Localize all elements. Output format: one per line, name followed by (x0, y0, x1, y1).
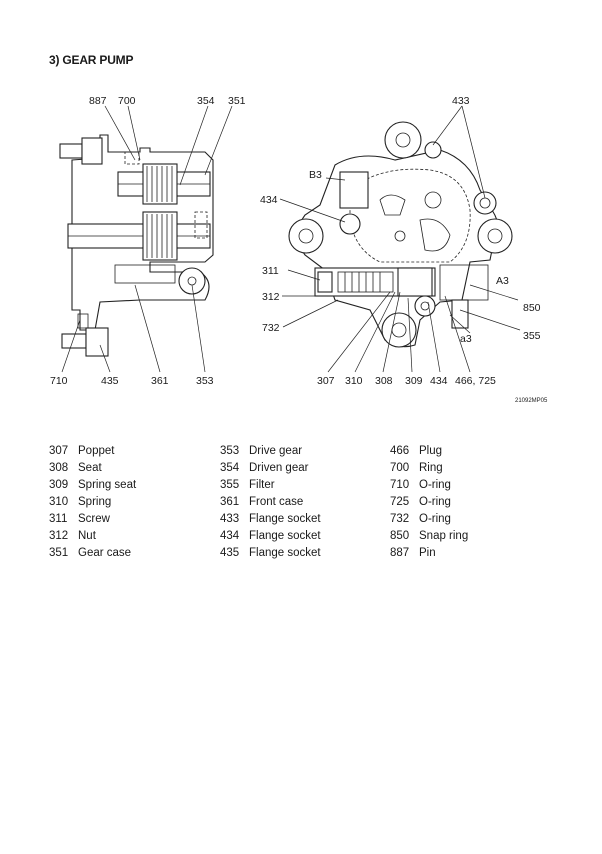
list-item: 309 Spring seat (49, 477, 136, 494)
part-number: 354 (220, 462, 240, 474)
label-433: 433 (452, 95, 470, 107)
section-title: 3) GEAR PUMP (49, 53, 134, 67)
label-353: 353 (196, 375, 214, 387)
list-item: 311 Screw (49, 511, 136, 528)
list-item: 355 Filter (220, 477, 321, 494)
label-850: 850 (523, 302, 541, 314)
label-434-top: 434 (260, 194, 278, 206)
part-name: Screw (78, 513, 110, 525)
label-700: 700 (118, 95, 136, 107)
part-number: 312 (49, 530, 69, 542)
label-309: 309 (405, 375, 423, 387)
label-361: 361 (151, 375, 169, 387)
label-308: 308 (375, 375, 393, 387)
part-name: Ring (419, 462, 443, 474)
list-item: 353 Drive gear (220, 443, 321, 460)
part-name: Flange socket (249, 513, 321, 525)
part-number: 309 (49, 479, 69, 491)
part-number: 434 (220, 530, 240, 542)
part-name: Filter (249, 479, 275, 491)
part-number: 361 (220, 496, 240, 508)
list-item: 434 Flange socket (220, 528, 321, 545)
part-name: Spring seat (78, 479, 137, 491)
label-887: 887 (89, 95, 107, 107)
label-466-725: 466, 725 (455, 375, 496, 387)
part-number: 887 (390, 547, 410, 559)
label-354: 354 (197, 95, 215, 107)
part-number: 433 (220, 513, 240, 525)
list-item: 312 Nut (49, 528, 136, 545)
label-a3-lower: a3 (460, 333, 472, 345)
label-a3: A3 (496, 275, 509, 287)
part-name: Seat (78, 462, 102, 474)
part-name: Flange socket (249, 530, 321, 542)
label-b3: B3 (309, 169, 322, 181)
figure-code: 21092MP05 (515, 398, 548, 404)
list-item: 361 Front case (220, 494, 321, 511)
part-number: 353 (220, 445, 240, 457)
part-name: O-ring (419, 496, 451, 508)
label-435: 435 (101, 375, 119, 387)
part-name: Front case (249, 496, 304, 508)
label-311: 311 (262, 265, 279, 277)
part-name: Gear case (78, 547, 132, 559)
part-name: Nut (78, 530, 96, 542)
part-name: Poppet (78, 445, 115, 457)
list-item: 433 Flange socket (220, 511, 321, 528)
part-number: 355 (220, 479, 240, 491)
list-item: 351 Gear case (49, 545, 136, 562)
list-item: 725 O-ring (390, 494, 468, 511)
part-name: Plug (419, 445, 443, 457)
part-number: 308 (49, 462, 69, 474)
list-item: 466 Plug (390, 443, 468, 460)
list-item: 310 Spring (49, 494, 136, 511)
part-name: Drive gear (249, 445, 303, 457)
parts-column-2: 353 Drive gear 354 Driven gear 355 Filter 3… (220, 443, 321, 562)
part-name: Spring (78, 496, 112, 508)
part-number: 710 (390, 479, 410, 491)
list-item: 850 Snap ring (390, 528, 468, 545)
part-number: 732 (390, 513, 410, 525)
label-307: 307 (317, 375, 335, 387)
list-item: 700 Ring (390, 460, 468, 477)
gear-pump-drawing: 887 700 354 351 710 435 361 353 (50, 95, 541, 387)
part-number: 850 (390, 530, 410, 542)
right-front-view (279, 105, 521, 373)
label-351: 351 (228, 95, 246, 107)
parts-column-1: 307 Poppet 308 Seat 309 Spring seat 310 Spri… (49, 443, 136, 562)
part-name: Flange socket (249, 547, 321, 559)
part-name: Pin (419, 547, 436, 559)
left-section-view (59, 105, 233, 373)
part-number: 700 (390, 462, 410, 474)
label-434-bottom: 434 (430, 375, 448, 387)
part-number: 311 (49, 513, 68, 525)
part-number: 310 (49, 496, 69, 508)
list-item: 710 O-ring (390, 477, 468, 494)
label-310: 310 (345, 375, 363, 387)
part-number: 725 (390, 496, 410, 508)
list-item: 308 Seat (49, 460, 136, 477)
part-number: 351 (49, 547, 69, 559)
list-item: 887 Pin (390, 545, 468, 562)
part-name: Driven gear (249, 462, 309, 474)
label-732: 732 (262, 322, 280, 334)
parts-list: 307 Poppet 308 Seat 309 Spring seat 310 Spri… (49, 443, 509, 563)
label-312: 312 (262, 291, 280, 303)
part-number: 466 (390, 445, 410, 457)
list-item: 354 Driven gear (220, 460, 321, 477)
part-number: 307 (49, 445, 69, 457)
part-name: O-ring (419, 479, 451, 491)
part-number: 435 (220, 547, 240, 559)
list-item: 435 Flange socket (220, 545, 321, 562)
part-name: O-ring (419, 513, 451, 525)
label-355: 355 (523, 330, 541, 342)
part-name: Snap ring (419, 530, 469, 542)
list-item: 732 O-ring (390, 511, 468, 528)
label-710: 710 (50, 375, 68, 387)
list-item: 307 Poppet (49, 443, 136, 460)
